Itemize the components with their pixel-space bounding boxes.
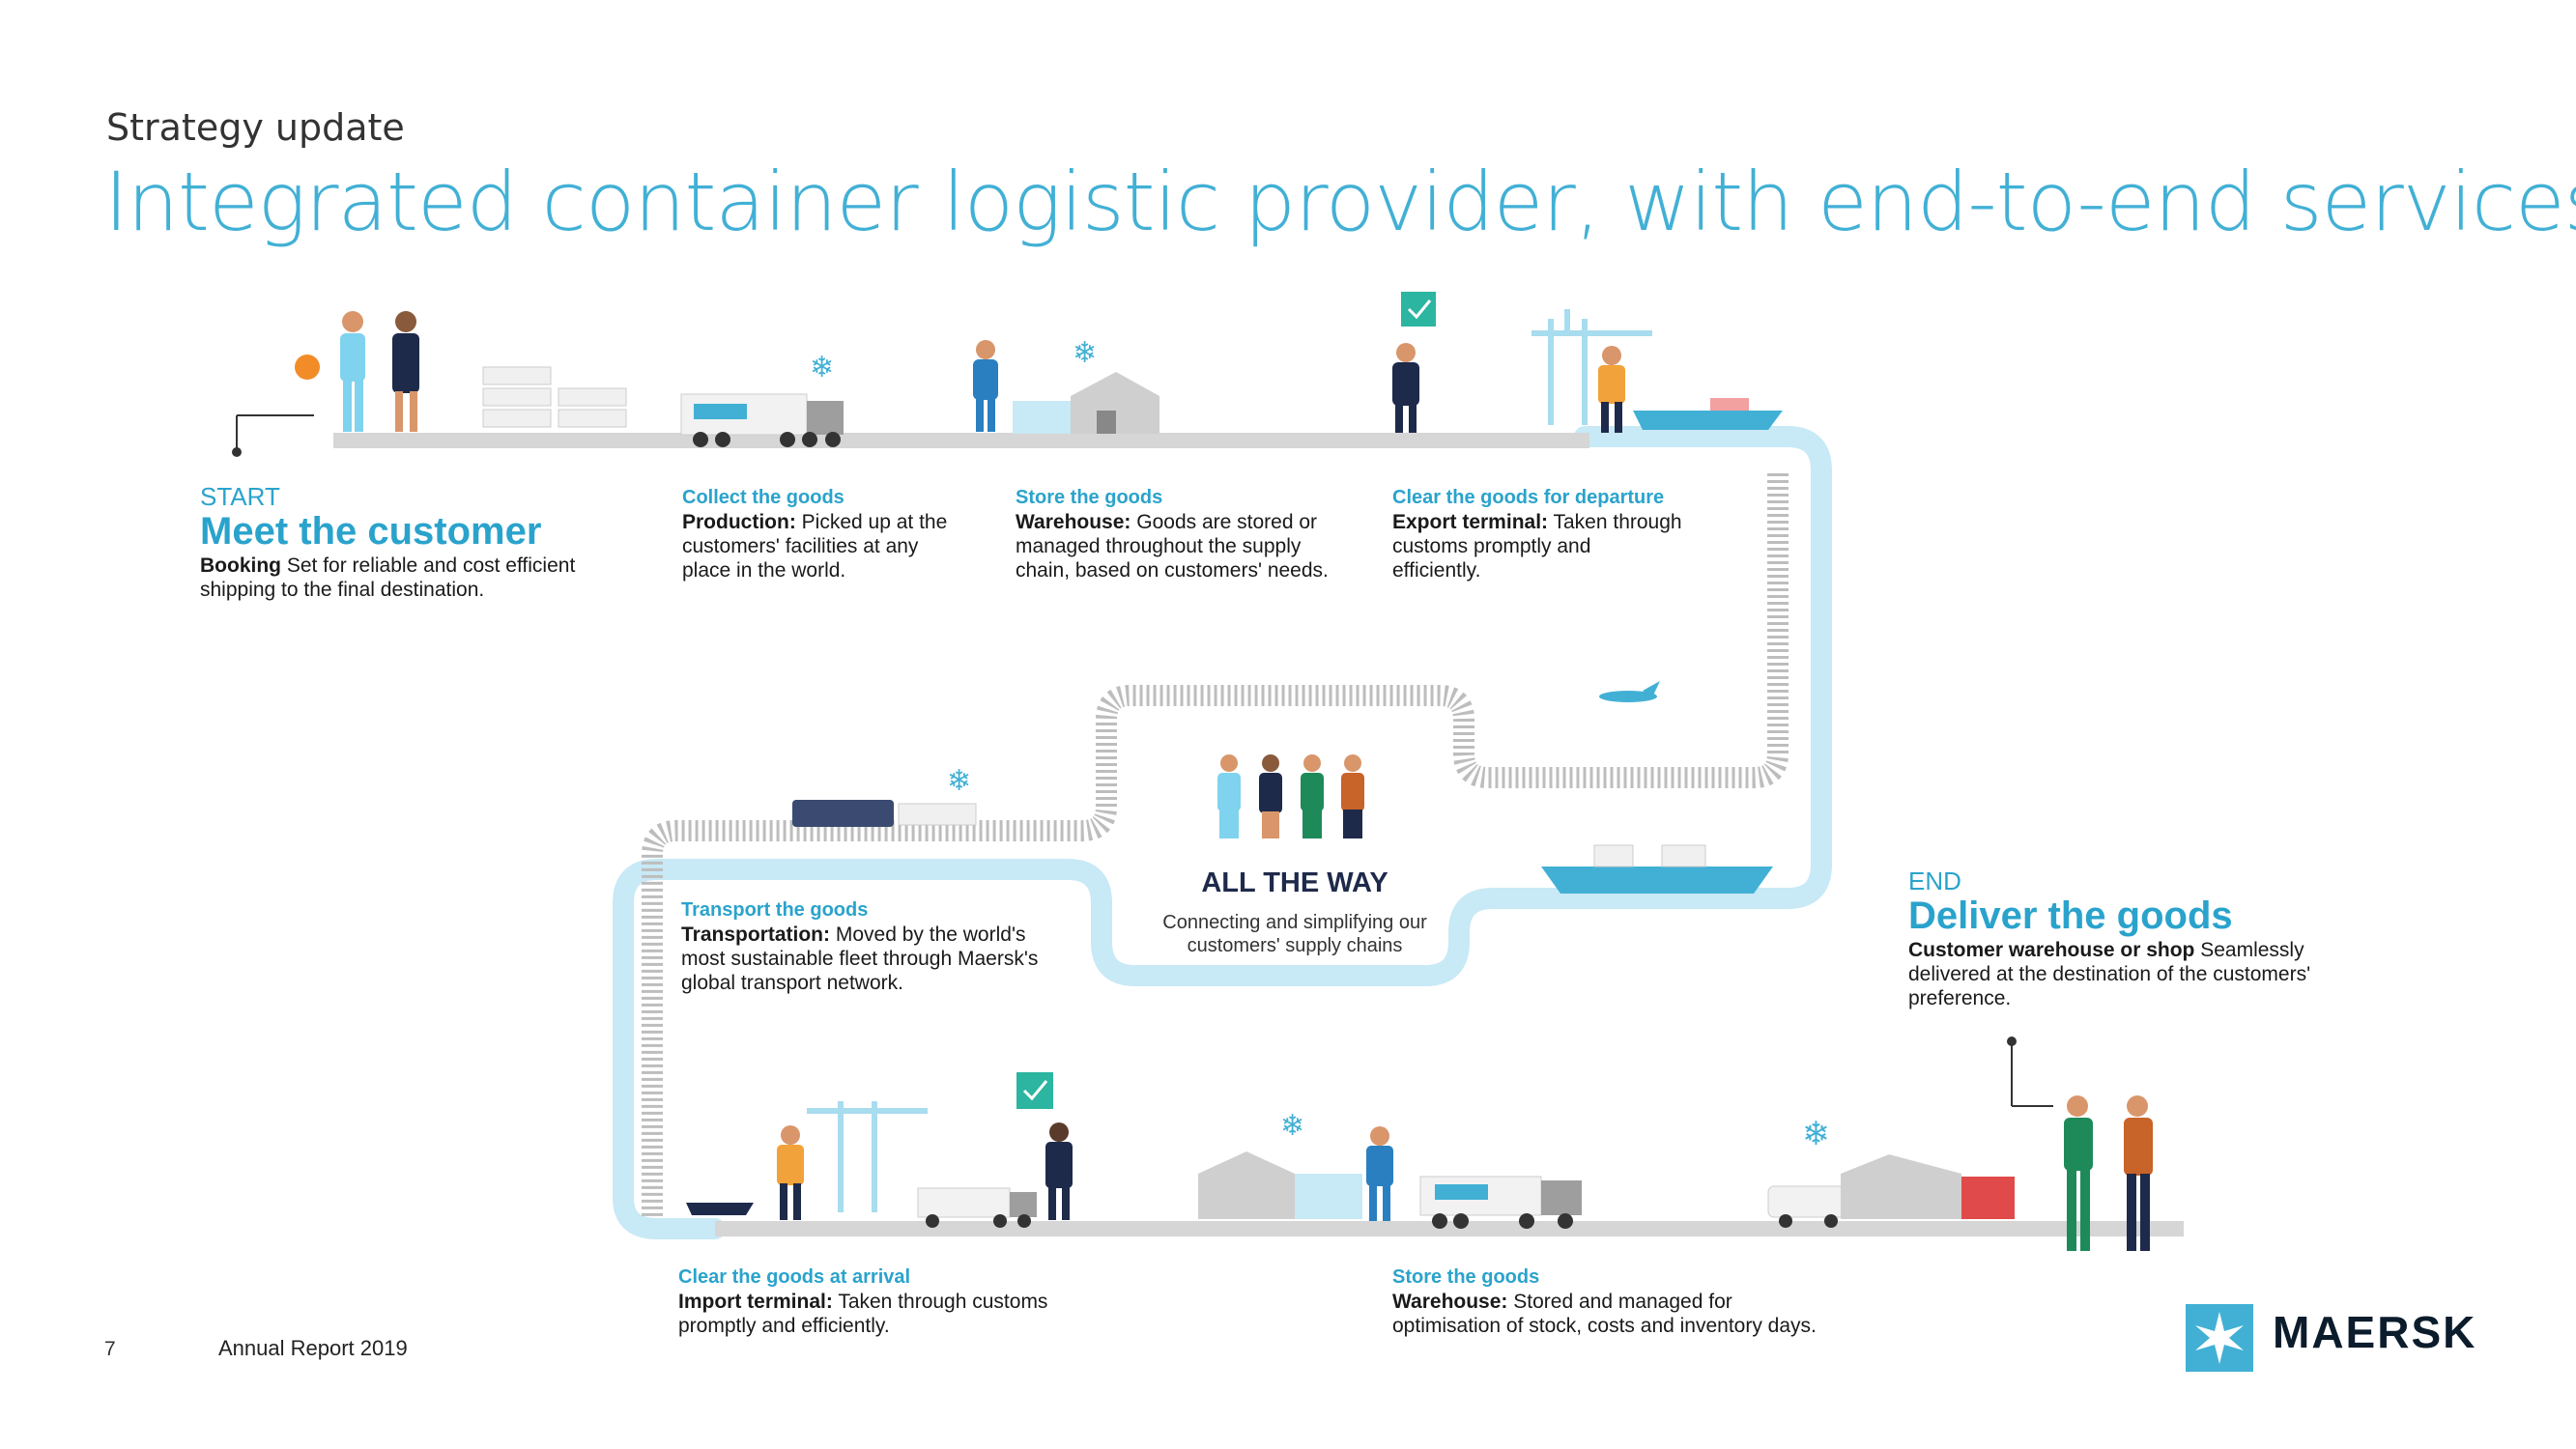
top-road (333, 433, 1589, 448)
snowflake-icon: ❄ (1073, 336, 1097, 370)
customs-officer-bottom (1045, 1122, 1073, 1220)
snowflake-icon: ❄ (1802, 1115, 1830, 1153)
shop-building (1841, 1154, 2015, 1219)
step-text: Taken through customs promptly and effic… (678, 1291, 1048, 1337)
step-heading: Store the goods (1392, 1266, 1540, 1288)
customs-officer-top (1392, 343, 1419, 433)
end-text: Seamlessly delivered at the destination … (1908, 939, 2311, 1009)
center-title: ALL THE WAY (1201, 867, 1388, 898)
step-store-1: Store the goods Warehouse: Goods are sto… (1016, 486, 1334, 582)
delivery-van (1767, 1185, 1846, 1228)
step-text: Taken through customs promptly and effic… (1392, 511, 1682, 582)
step-store-2: Store the goods Warehouse: Stored and ma… (1392, 1265, 1837, 1338)
plane-icon (1599, 681, 1660, 702)
snowflake-icon: ❄ (810, 351, 834, 384)
eyebrow: Strategy update (106, 106, 405, 149)
step-text: Picked up at the customers' facilities a… (682, 511, 948, 582)
truck-import (917, 1187, 1037, 1228)
step-heading: Clear the goods for departure (1392, 487, 1665, 508)
warehouse-worker (973, 340, 998, 432)
warehouse-building-1 (1013, 372, 1159, 434)
ship-top (1633, 398, 1783, 430)
ship-middle (1541, 844, 1773, 894)
step-bold: Production: (682, 511, 796, 533)
step-bold: Warehouse: (1392, 1291, 1508, 1313)
port-worker-top (1598, 346, 1625, 433)
start-bold: Booking (200, 554, 281, 577)
port-worker-bottom (777, 1125, 804, 1220)
butcher-figure (2124, 1095, 2153, 1251)
end-label: END (1908, 867, 1961, 895)
step-heading: Collect the goods (682, 487, 844, 508)
start-block: START Meet the customer Booking Set for … (200, 482, 606, 602)
check-icon (1016, 1072, 1053, 1109)
bottom-road (715, 1221, 2184, 1236)
snowflake-icon: ❄ (947, 764, 971, 798)
check-icon (1401, 292, 1436, 327)
step-bold: Import terminal: (678, 1291, 833, 1313)
ship-bottom (686, 1203, 754, 1215)
step-clear-arrival: Clear the goods at arrival Import termin… (678, 1265, 1084, 1338)
rail-track (642, 473, 1789, 1217)
end-marker (2007, 1037, 2053, 1107)
maersk-logo-text: MAERSK (2273, 1307, 2477, 1357)
route-path (613, 426, 1832, 1239)
woman-figure (392, 311, 419, 432)
fishmonger-figure (2064, 1095, 2093, 1251)
step-heading: Store the goods (1016, 487, 1163, 508)
warehouse-building-2 (1198, 1151, 1362, 1219)
crane-export (1531, 309, 1652, 425)
center-subtitle: Connecting and simplifying our customers… (1162, 912, 1427, 956)
start-label: START (200, 482, 280, 511)
warehouse-worker-2 (1366, 1126, 1393, 1221)
train (792, 800, 977, 827)
page-number: 7 (104, 1338, 116, 1360)
step-heading: Transport the goods (681, 899, 869, 921)
truck-storage (1419, 1176, 1582, 1229)
farmer-figure (295, 311, 365, 432)
step-collect: Collect the goods Production: Picked up … (682, 486, 972, 582)
step-heading: Clear the goods at arrival (678, 1266, 911, 1288)
snowflake-icon: ❄ (1280, 1109, 1304, 1143)
report-name: Annual Report 2019 (218, 1336, 408, 1360)
end-title: Deliver the goods (1908, 895, 2233, 937)
step-bold: Warehouse: (1016, 511, 1131, 533)
step-clear-departure: Clear the goods for departure Export ter… (1392, 486, 1682, 582)
step-bold: Transportation: (681, 923, 831, 946)
maersk-star-icon (2186, 1304, 2253, 1372)
start-text: Set for reliable and cost efficient ship… (200, 554, 576, 601)
truck-collect (680, 393, 844, 447)
step-transport: Transport the goods Transportation: Move… (681, 898, 1058, 995)
step-text: Moved by the world's most sustainable fl… (681, 923, 1039, 994)
start-title: Meet the customer (200, 510, 542, 553)
end-bold: Customer warehouse or shop (1908, 939, 2195, 961)
step-bold: Export terminal: (1392, 511, 1549, 533)
start-marker (232, 414, 314, 457)
step-text: Goods are stored or managed throughout t… (1016, 511, 1329, 582)
container-stack (482, 366, 627, 428)
step-text: Stored and managed for optimisation of s… (1392, 1291, 1817, 1337)
end-block: END Deliver the goods Customer warehouse… (1908, 867, 2343, 1010)
crane-import (807, 1101, 928, 1212)
people-group (1217, 754, 1364, 838)
page-title: Integrated container logistic provider, … (104, 155, 2576, 249)
